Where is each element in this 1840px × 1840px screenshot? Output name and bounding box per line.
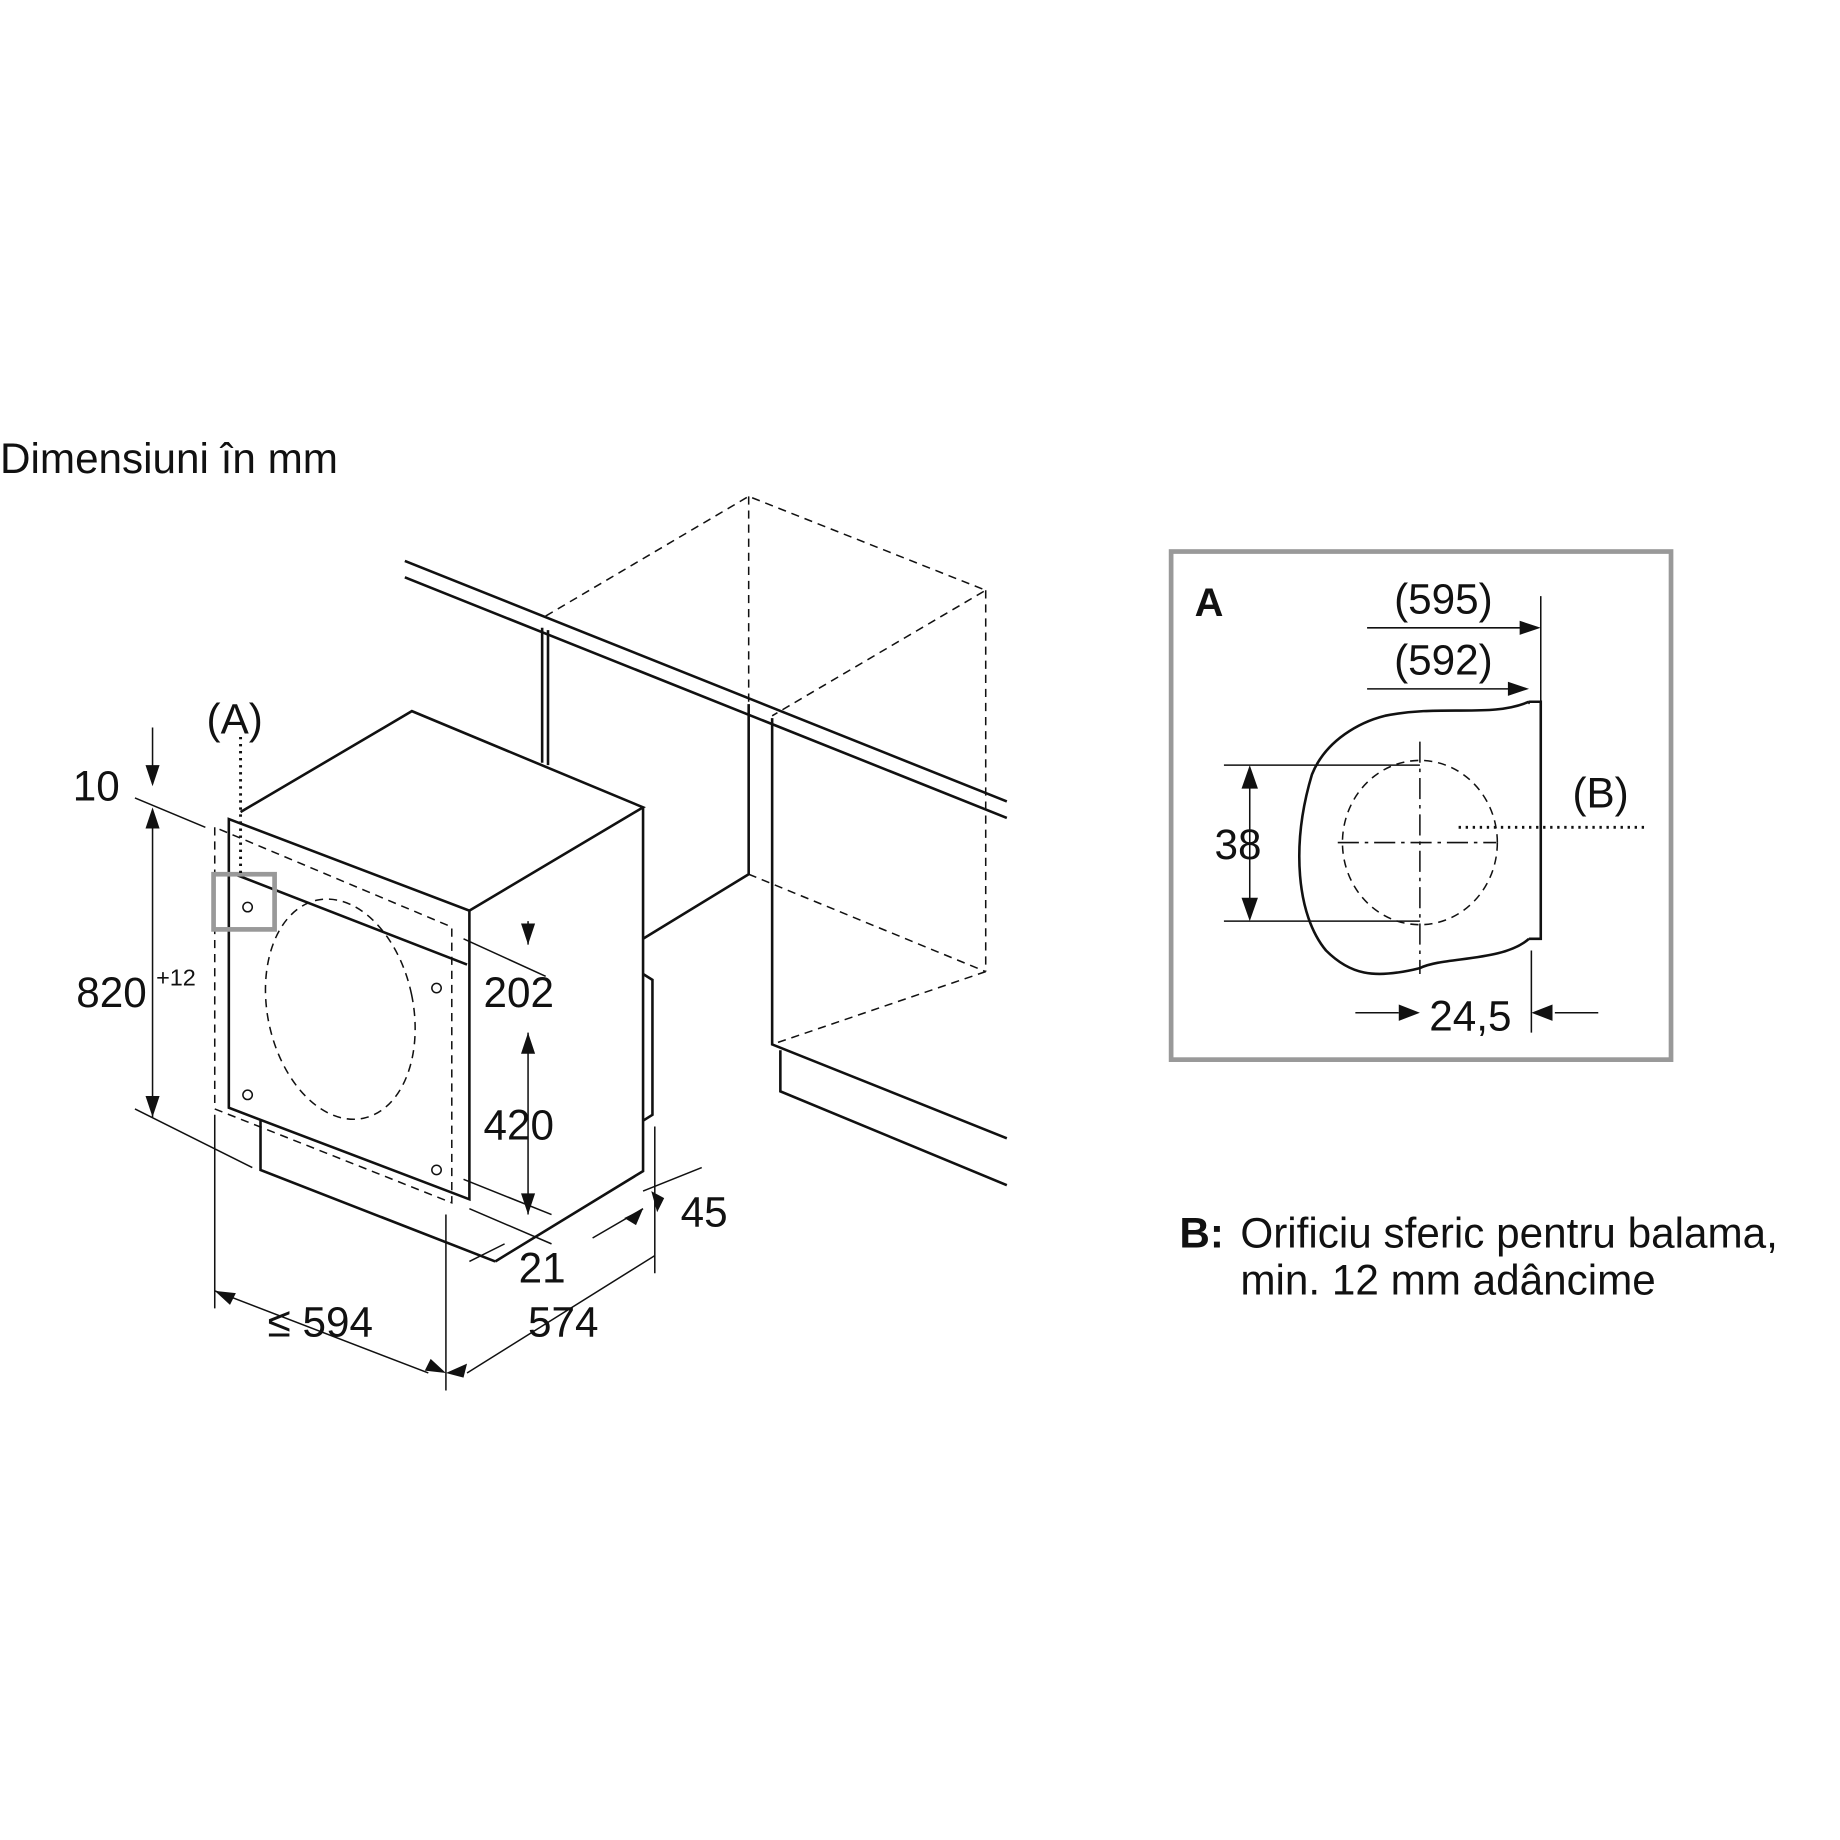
note-line-2: min. 12 mm adâncime xyxy=(1240,1256,1655,1303)
detail-dim-592: (592) xyxy=(1394,637,1493,684)
legend-note: B: Orificiu sferic pentru balama, min. 1… xyxy=(1179,1209,1778,1303)
detail-dim-595: (595) xyxy=(1394,576,1493,623)
detail-dim-38: 38 xyxy=(1215,821,1262,868)
detail-a-label: A xyxy=(1195,581,1224,625)
note-line-1: Orificiu sferic pentru balama, xyxy=(1240,1209,1778,1256)
dim-top-gap: 10 xyxy=(73,762,120,809)
dim-plinth-depth: 45 xyxy=(681,1188,728,1235)
dimension-arrows xyxy=(145,765,665,1378)
dim-bottom-offset: 21 xyxy=(519,1245,566,1292)
detail-b-reference: (B) xyxy=(1572,769,1628,816)
dimension-lines xyxy=(134,727,703,1391)
page-title: Dimensiuni în mm xyxy=(0,435,338,482)
detail-a-reference: (A) xyxy=(207,695,263,742)
washing-machine xyxy=(211,709,654,1263)
dim-height-tolerance: +12 xyxy=(156,965,196,991)
dimension-labels: (A) 10 820 +12 202 420 45 21 ≤ 594 574 xyxy=(73,695,728,1345)
dim-width: ≤ 594 xyxy=(268,1299,373,1346)
dim-depth: 574 xyxy=(528,1299,598,1346)
dim-height: 820 xyxy=(76,969,146,1016)
detail-dim-24-5: 24,5 xyxy=(1429,992,1511,1039)
hinge-marks-icon xyxy=(242,901,442,1176)
detail-a-marker xyxy=(211,871,277,932)
note-key: B: xyxy=(1179,1209,1224,1256)
cabinet-outline xyxy=(404,495,1008,1187)
dim-upper-hinge: 202 xyxy=(483,969,553,1016)
dim-hinge-spacing: 420 xyxy=(483,1101,553,1148)
detail-a-panel: A (595) (592) 38 24,5 (B) xyxy=(1168,549,1674,1062)
